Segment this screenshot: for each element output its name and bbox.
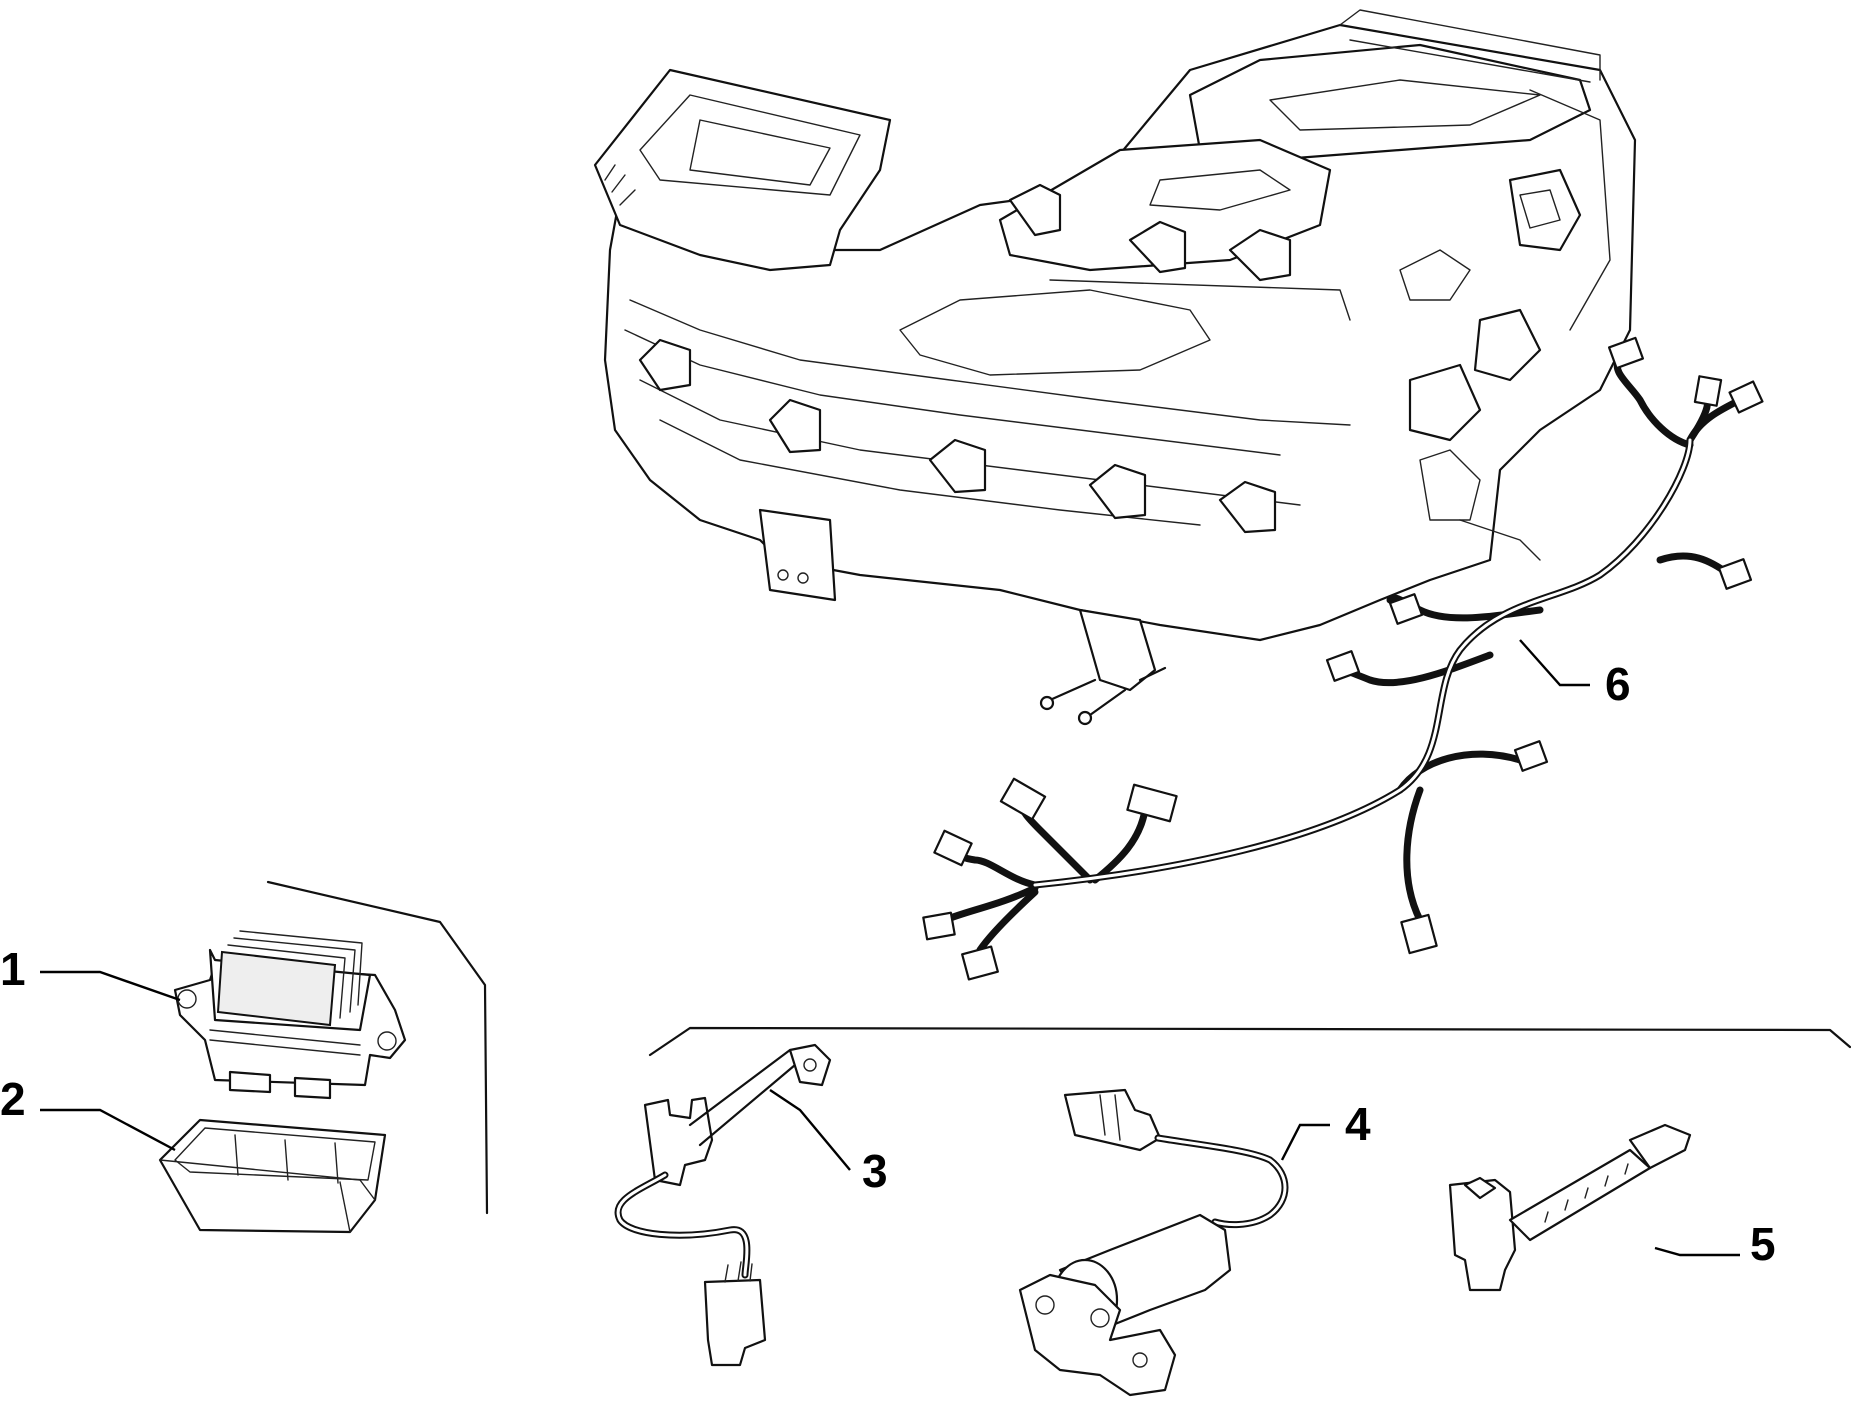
leader-5 <box>1654 1246 1740 1257</box>
callout-1: 1 <box>0 943 26 995</box>
flap-actuator-motor <box>1018 1088 1289 1397</box>
leader-3 <box>769 1089 851 1171</box>
leader-6 <box>1519 639 1590 687</box>
callout-4: 4 <box>1345 1098 1371 1150</box>
group-separator-bottom <box>648 1026 1851 1057</box>
temperature-sensor <box>614 1043 832 1367</box>
wiring-harness <box>922 336 1764 981</box>
group-separator-left <box>266 880 489 1215</box>
heater-housing-assembly <box>593 9 1637 726</box>
callout-3: 3 <box>862 1145 888 1197</box>
callout-6: 6 <box>1605 658 1631 710</box>
leader-2 <box>40 1108 176 1152</box>
callout-5: 5 <box>1750 1218 1776 1270</box>
blower-resistor <box>173 930 407 1100</box>
leader-4 <box>1280 1123 1330 1161</box>
leader-1 <box>40 970 181 1002</box>
probe-sensor <box>1448 1123 1692 1292</box>
callout-2: 2 <box>0 1073 26 1125</box>
resistor-cover <box>158 1118 387 1234</box>
